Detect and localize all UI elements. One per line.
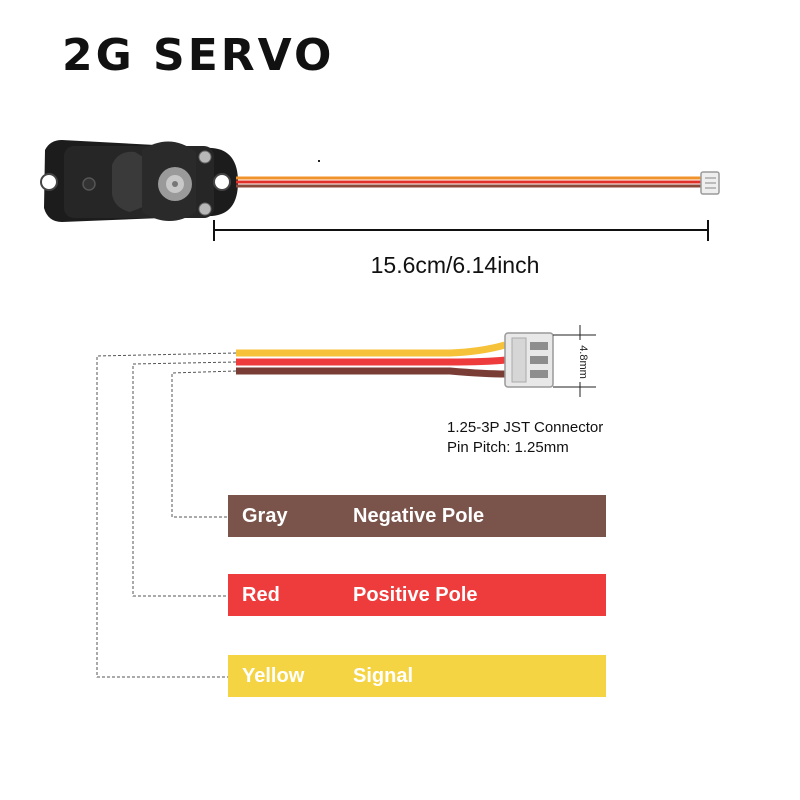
diagram-title: 2G SERVO [62,30,335,81]
wire-color-label: Red [242,583,280,606]
connector-width-label-box: 4.8mm [562,338,598,388]
mount-hole-icon [213,173,231,191]
servo-body [40,140,238,222]
screw-icon [198,202,212,216]
wire-closeup [236,332,554,388]
length-dimension-line [213,220,709,241]
leader-lines [96,352,237,678]
yellow-leader-line [96,352,237,678]
cable-length-label: 15.6cm/6.14inch [370,252,540,278]
wire-color-label: Gray [242,504,288,527]
wire-function-label: Positive Pole [353,583,478,606]
connector-info: 1.25-3P JST Connector Pin Pitch: 1.25mm [447,418,603,458]
connector-width-dimension [553,325,596,397]
wire-legend-red: Red Positive Pole [228,574,606,616]
screw-icon [198,150,212,164]
wire-function-label: Negative Pole [353,504,485,527]
servo-cable [236,160,720,195]
connector-width-label: 4.8mm [576,345,589,379]
connector-pitch: Pin Pitch: 1.25mm [447,439,569,456]
connector-name: 1.25-3P JST Connector [447,419,604,436]
wire-function-label: Signal [353,664,414,687]
wire-legend-gray: Gray Negative Pole [228,495,606,537]
mount-hole-icon [40,173,58,191]
gray-leader-line [171,370,237,518]
wire-legend-yellow: Yellow Signal [228,655,606,697]
red-leader-line [132,361,237,597]
wire-color-label: Yellow [242,664,305,687]
